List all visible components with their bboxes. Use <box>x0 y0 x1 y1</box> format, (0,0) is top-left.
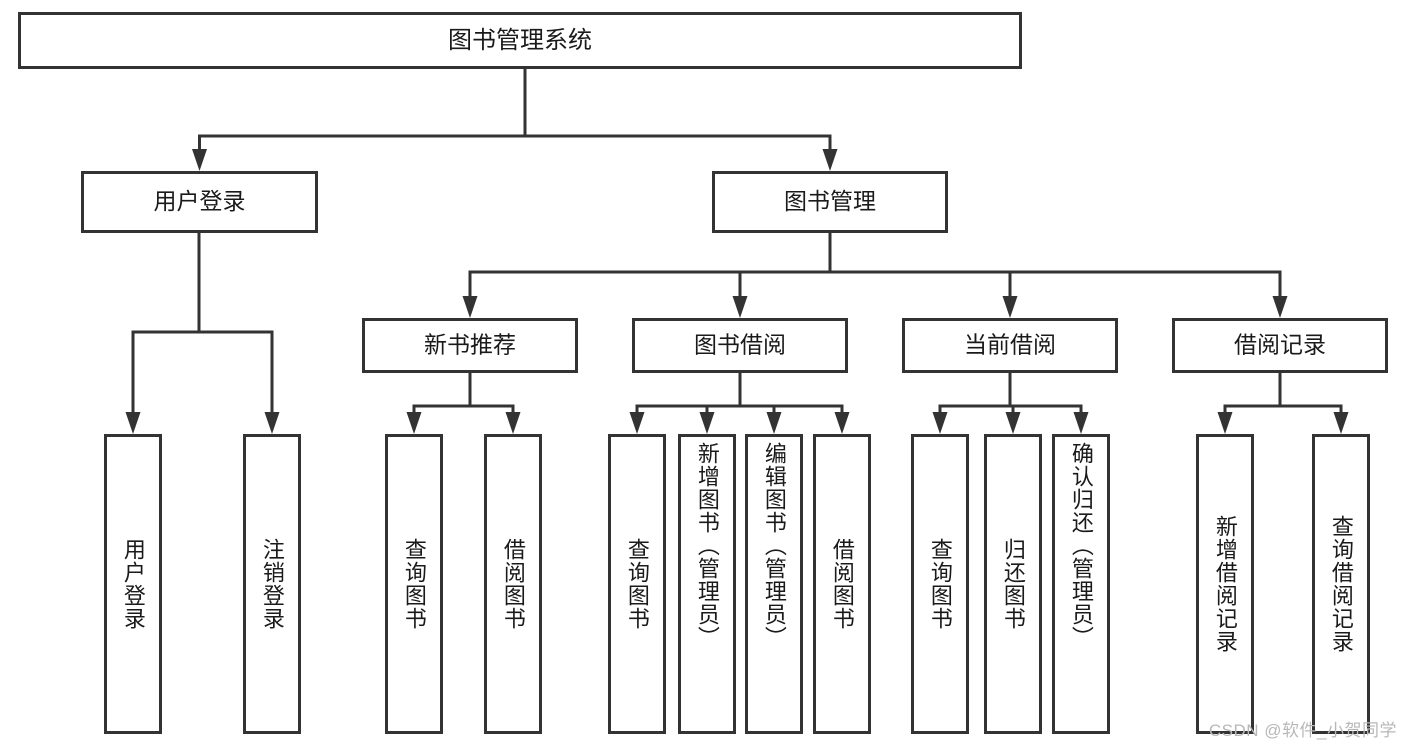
edge-arrow-icon <box>766 412 782 434</box>
node-root-图书管理系统-label: 图书管理系统 <box>448 27 592 54</box>
node-l2-图书管理-label: 图书管理 <box>784 188 876 214</box>
node-leaf-归还图书 <box>984 434 1042 734</box>
edge-arrow-icon <box>699 412 715 434</box>
node-l2-用户登录 <box>81 171 318 233</box>
node-root-图书管理系统 <box>18 12 1022 69</box>
edge-arrow-icon <box>629 412 645 434</box>
edge-借阅记录-to-新增借阅记录 <box>1217 371 1282 434</box>
edge-arrow-icon <box>1005 412 1021 434</box>
edge-arrow-icon <box>125 412 141 434</box>
edge-arrow-icon <box>192 149 207 171</box>
edge-新书推荐-to-查询图书 <box>406 371 472 434</box>
node-l3-借阅记录-label: 借阅记录 <box>1234 332 1326 358</box>
edge-新书推荐-to-借阅图书 <box>468 371 521 434</box>
node-leaf-新增借阅记录 <box>1196 434 1254 734</box>
edge-arrow-icon <box>1333 412 1349 434</box>
edge-图书借阅-to-借阅图书 <box>738 371 850 434</box>
edge-用户登录-to-用户登录 <box>125 231 201 434</box>
watermark-text: CSDN @软件_小贺同学 <box>1208 721 1397 740</box>
edge-arrow-icon <box>834 412 850 434</box>
node-leaf-查询借阅记录 <box>1312 434 1370 734</box>
edge-arrow-icon <box>822 149 838 171</box>
box-layer <box>18 12 1388 734</box>
edge-arrow-icon <box>1073 412 1089 434</box>
node-leaf-新增图书管理员 <box>678 434 736 734</box>
node-leaf-查询图书 <box>911 434 969 734</box>
edge-arrow-icon <box>462 296 478 318</box>
edge-arrow-icon <box>1272 296 1288 318</box>
node-leaf-借阅图书 <box>484 434 542 734</box>
node-leaf-查询图书 <box>608 434 666 734</box>
edge-arrow-icon <box>406 412 422 434</box>
node-l3-当前借阅 <box>902 318 1118 373</box>
node-l3-图书借阅-label: 图书借阅 <box>694 332 786 358</box>
node-l3-新书推荐-label: 新书推荐 <box>424 332 516 358</box>
node-l3-当前借阅-label: 当前借阅 <box>964 332 1056 358</box>
edge-图书管理-to-当前借阅 <box>828 231 1018 318</box>
edge-图书管理系统-to-用户登录 <box>192 67 527 171</box>
edge-当前借阅-to-查询图书 <box>932 371 1012 434</box>
edge-arrow-icon <box>932 412 948 434</box>
edge-图书借阅-to-编辑图书管理员 <box>738 371 782 434</box>
edge-用户登录-to-注销登录 <box>197 231 280 434</box>
node-l3-新书推荐 <box>362 318 578 373</box>
edge-图书借阅-to-查询图书 <box>629 371 742 434</box>
node-leaf-确认归还管理员 <box>1052 434 1110 734</box>
node-leaf-注销登录 <box>243 434 301 734</box>
edge-图书管理-to-新书推荐 <box>462 231 832 318</box>
edge-arrow-icon <box>1217 412 1233 434</box>
edge-arrow-icon <box>1002 296 1018 318</box>
edge-图书管理-to-图书借阅 <box>732 231 832 318</box>
edge-当前借阅-to-归还图书 <box>1005 371 1021 434</box>
node-l3-图书借阅 <box>632 318 848 373</box>
edge-arrow-icon <box>505 412 521 434</box>
node-l2-图书管理 <box>712 171 948 233</box>
edge-当前借阅-to-确认归还管理员 <box>1008 371 1089 434</box>
node-leaf-借阅图书 <box>813 434 871 734</box>
edge-借阅记录-to-查询借阅记录 <box>1278 371 1349 434</box>
edge-layer <box>125 67 1349 434</box>
edge-图书借阅-to-新增图书管理员 <box>699 371 742 434</box>
node-l2-用户登录-label: 用户登录 <box>154 188 246 214</box>
edge-arrow-icon <box>264 412 280 434</box>
node-leaf-编辑图书管理员 <box>745 434 803 734</box>
node-leaf-用户登录 <box>104 434 162 734</box>
edge-图书管理-to-借阅记录 <box>828 231 1288 318</box>
node-l3-借阅记录 <box>1172 318 1388 373</box>
edge-arrow-icon <box>732 296 748 318</box>
edge-图书管理系统-to-图书管理 <box>523 67 838 171</box>
node-leaf-查询图书 <box>385 434 443 734</box>
